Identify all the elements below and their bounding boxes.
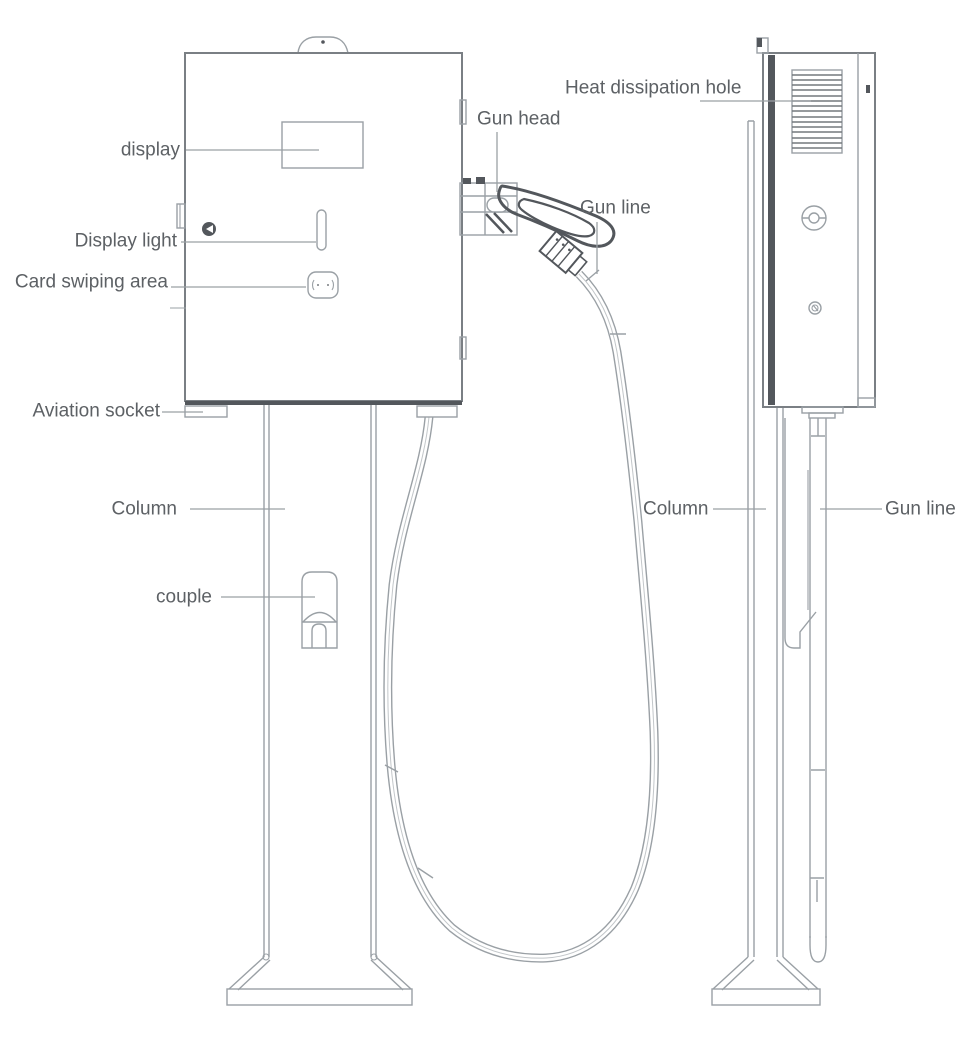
gun-handle-hole — [517, 197, 596, 238]
side-cabinet — [762, 52, 876, 408]
side-gun-line — [807, 418, 827, 963]
indicator-button — [202, 222, 216, 236]
side-column — [747, 120, 755, 957]
label-display: display — [120, 139, 180, 161]
gun-line-cable — [383, 269, 659, 963]
label-gun-line-side: Gun line — [885, 498, 956, 520]
label-heat-dissipation-hole: Heat dissipation hole — [565, 77, 742, 99]
gun-holster — [459, 177, 518, 236]
label-couple: couple — [156, 586, 212, 608]
heat-dissipation-vent — [791, 69, 843, 154]
front-base — [226, 953, 413, 1006]
front-cabinet — [184, 52, 463, 402]
side-screw — [808, 301, 822, 315]
label-column-side: Column — [643, 498, 709, 520]
top-dome — [297, 36, 349, 54]
leader-lines — [162, 100, 882, 598]
display-light-bar — [316, 209, 327, 251]
side-base — [711, 956, 821, 1006]
front-couple-hook — [301, 571, 338, 649]
side-knob — [801, 205, 827, 231]
label-card-swiping-area: Card swiping area — [14, 271, 168, 293]
label-gun-head: Gun head — [477, 108, 561, 130]
side-view-drawing — [711, 37, 876, 1006]
label-gun-line-front: Gun line — [580, 197, 651, 219]
label-aviation-socket: Aviation socket — [32, 400, 160, 422]
label-column-front: Column — [111, 498, 177, 520]
display-screen — [281, 121, 364, 169]
gun-handle-outline — [497, 184, 616, 248]
side-couple-hook — [784, 418, 817, 649]
gun-connector — [538, 229, 588, 277]
cable-gland — [416, 405, 458, 418]
card-swipe-zone — [307, 271, 339, 299]
front-view-drawing — [170, 36, 467, 1006]
gun-head-drawing — [459, 177, 616, 277]
front-column — [263, 405, 377, 957]
label-display-light: Display light — [74, 230, 177, 252]
